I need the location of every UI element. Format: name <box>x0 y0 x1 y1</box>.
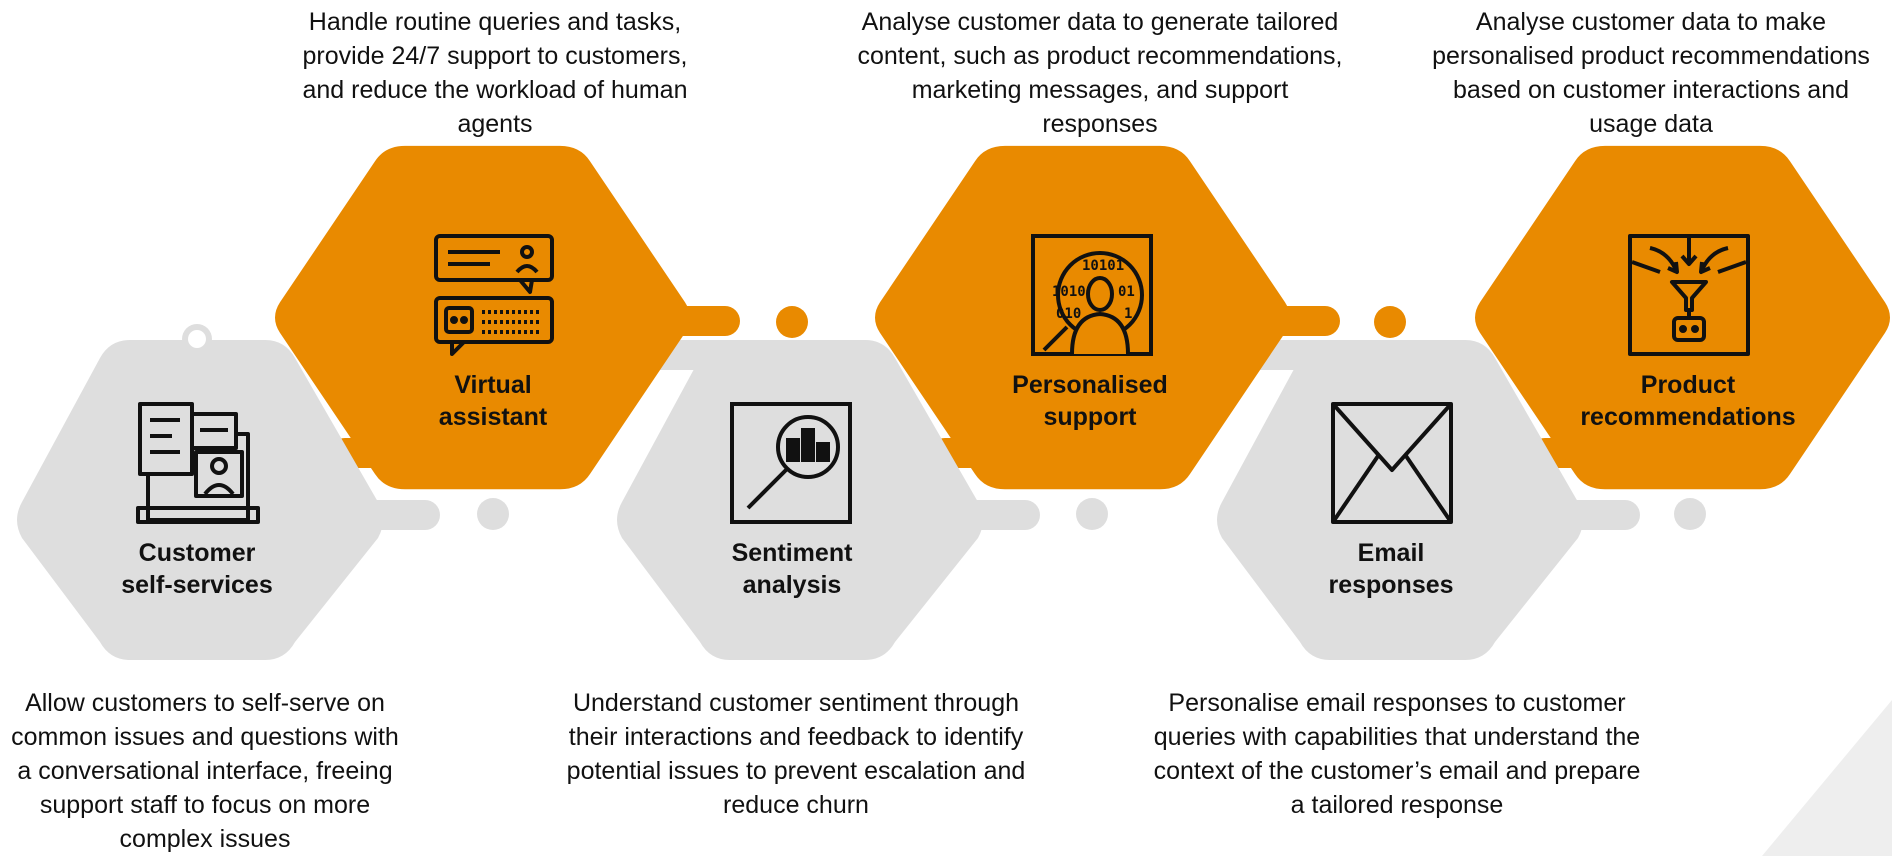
hexagon-customer-self-services <box>17 340 383 660</box>
description-product-recommendations: Analyse customer data to make personalis… <box>1432 8 1870 138</box>
svg-text:010: 010 <box>1056 306 1081 322</box>
svg-text:10101: 10101 <box>1082 258 1124 274</box>
description-personalised-support: Analyse customer data to generate tailor… <box>857 8 1343 138</box>
corner-decoration <box>1762 700 1892 856</box>
label-email-responses: Email responses <box>1328 539 1454 599</box>
envelope-icon <box>1331 402 1453 524</box>
hexagon-sentiment-analysis <box>617 340 983 660</box>
description-customer-self-services: Allow customers to self-serve on common … <box>11 689 399 853</box>
label-virtual-assistant: Virtual assistant <box>438 371 548 431</box>
label-customer-self-services: Customer self-services <box>121 539 273 599</box>
label-sentiment-analysis: Sentiment analysis <box>731 539 853 599</box>
svg-text:1: 1 <box>1124 306 1132 322</box>
connector-dots <box>182 164 1706 530</box>
magnifier-chart-icon <box>730 402 852 524</box>
label-personalised-support: Personalised support <box>1012 371 1168 431</box>
description-sentiment-analysis: Understand customer sentiment through th… <box>566 689 1026 819</box>
description-email-responses: Personalise email responses to customer … <box>1153 689 1641 819</box>
chatbot-icon <box>434 234 554 356</box>
customer-data-icon: 10101 1010 01 010 1 <box>1031 234 1153 356</box>
computer-chat-icon <box>136 402 260 524</box>
svg-text:1010: 1010 <box>1052 284 1086 300</box>
svg-text:01: 01 <box>1118 284 1135 300</box>
hexagon-virtual-assistant <box>275 145 690 490</box>
hexagon-personalised-support <box>875 145 1290 490</box>
description-virtual-assistant: Handle routine queries and tasks, provid… <box>302 8 688 138</box>
label-product-recommendations: Product recommendations <box>1580 371 1796 431</box>
hexagon-email-responses <box>1217 340 1583 660</box>
funnel-robot-icon <box>1628 234 1750 356</box>
